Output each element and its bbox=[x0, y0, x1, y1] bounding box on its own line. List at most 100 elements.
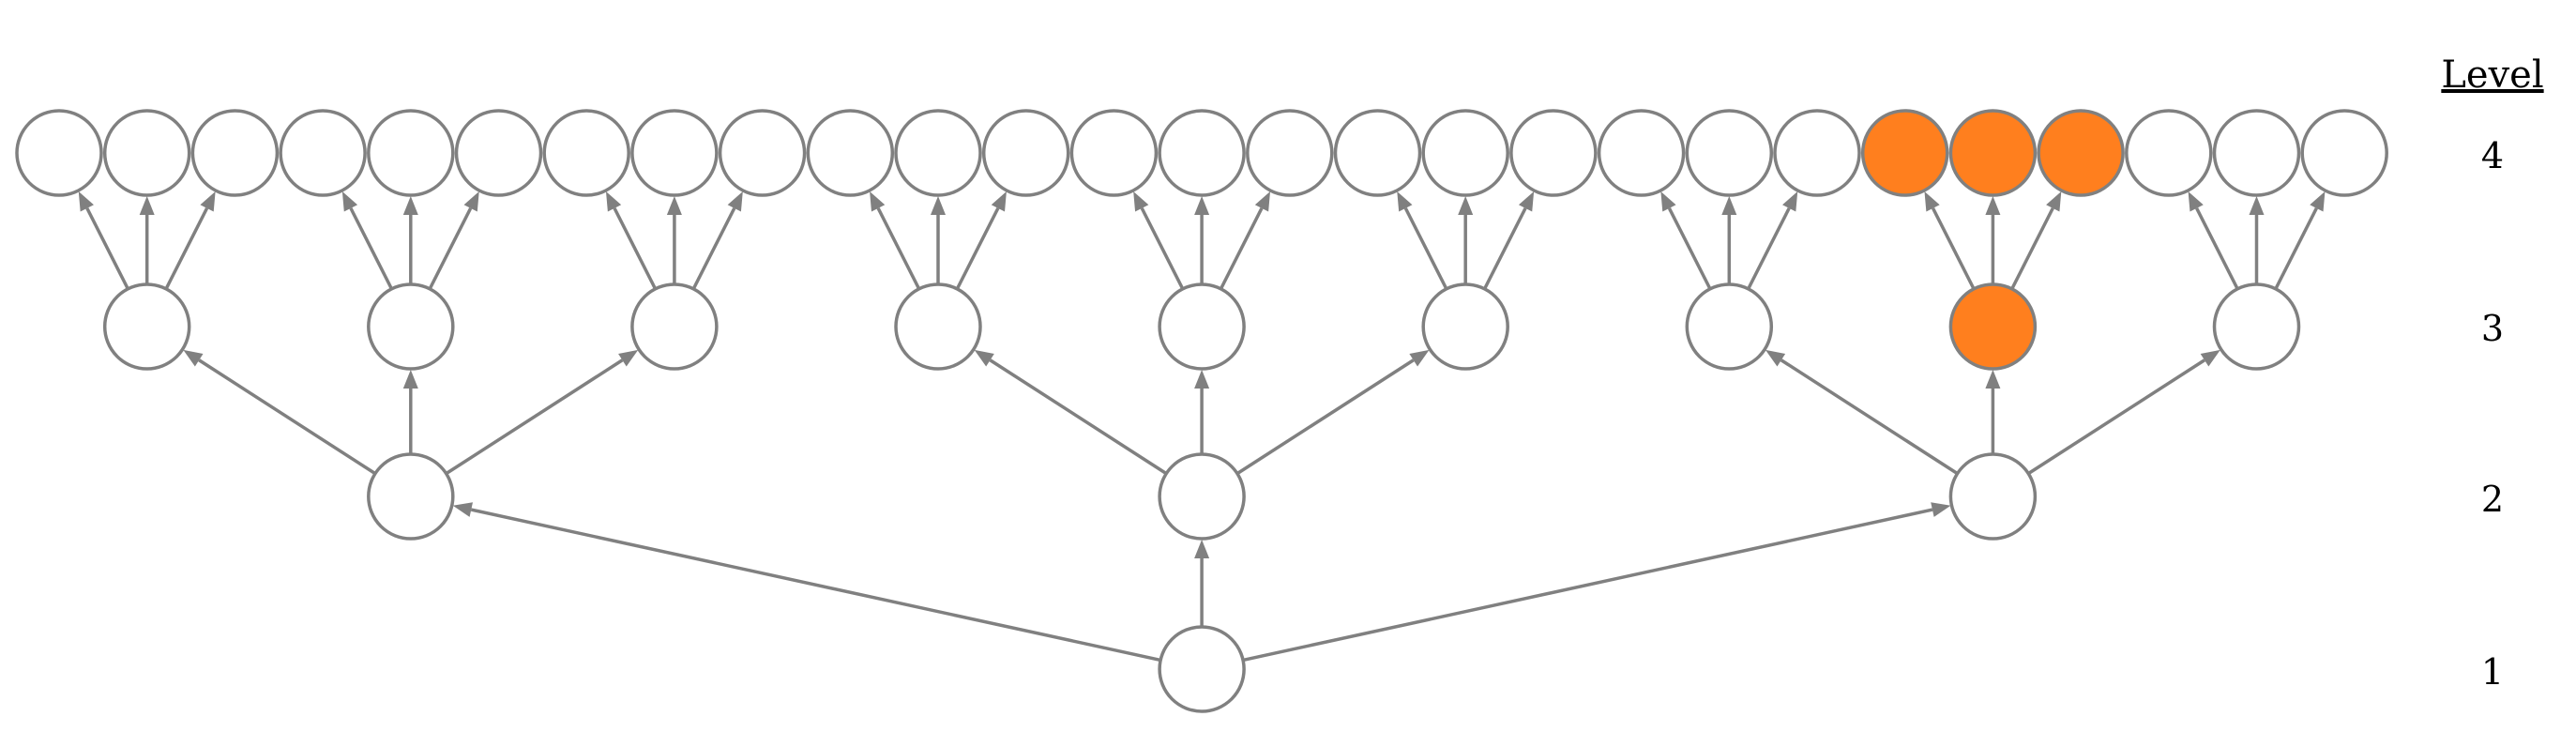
arrowhead-icon bbox=[666, 196, 682, 215]
level-label-2: 2 bbox=[2480, 479, 2505, 520]
node-level-4 bbox=[1246, 109, 1334, 197]
arrowhead-icon bbox=[1782, 191, 1798, 212]
edge-line bbox=[2274, 207, 2318, 290]
arrowhead-icon bbox=[183, 349, 204, 367]
node-level-1 bbox=[1158, 625, 1246, 713]
edge-line bbox=[989, 358, 1168, 476]
node-level-3 bbox=[1421, 282, 1509, 371]
arrowhead-icon bbox=[1409, 349, 1430, 367]
node-level-4 bbox=[279, 109, 367, 197]
node-level-4 bbox=[1421, 109, 1509, 197]
node-level-4 bbox=[2300, 109, 2388, 197]
edge-line bbox=[85, 207, 129, 290]
highlighted-node-level-3 bbox=[1948, 282, 2038, 371]
node-level-4 bbox=[1069, 109, 1159, 197]
arrowhead-icon bbox=[200, 191, 216, 212]
arrowhead-icon bbox=[463, 191, 479, 212]
edge-line bbox=[955, 207, 1000, 290]
level-label-1: 1 bbox=[2480, 651, 2505, 693]
edge-line bbox=[1242, 508, 1933, 663]
edge-line bbox=[1482, 207, 1527, 290]
arrowhead-icon bbox=[1254, 191, 1271, 212]
edge-line bbox=[1403, 207, 1448, 290]
edge-line bbox=[1747, 207, 1791, 290]
edge-line bbox=[2027, 358, 2205, 476]
arrowhead-icon bbox=[1458, 196, 1474, 215]
arrowhead-icon bbox=[2310, 191, 2326, 212]
arrowhead-icon bbox=[2046, 191, 2062, 212]
node-level-4 bbox=[806, 109, 895, 197]
arrowhead-icon bbox=[139, 196, 155, 215]
arrowhead-icon bbox=[1194, 196, 1210, 215]
node-level-4 bbox=[630, 109, 719, 197]
node-level-2 bbox=[1158, 452, 1246, 541]
node-level-4 bbox=[15, 109, 103, 197]
node-level-4 bbox=[542, 109, 630, 197]
node-level-3 bbox=[102, 282, 191, 371]
arrowhead-icon bbox=[2200, 349, 2220, 367]
edge-line bbox=[164, 207, 209, 290]
arrowhead-icon bbox=[1397, 191, 1413, 212]
highlighted-node-level-4 bbox=[1948, 109, 2038, 197]
node-level-4 bbox=[1773, 109, 1861, 197]
arrowhead-icon bbox=[78, 191, 94, 212]
arrowhead-icon bbox=[402, 196, 418, 215]
edge-line bbox=[613, 207, 658, 290]
arrowhead-icon bbox=[1518, 191, 1535, 212]
node-level-4 bbox=[2125, 109, 2213, 197]
node-level-4 bbox=[1597, 109, 1686, 197]
arrowhead-icon bbox=[1194, 540, 1210, 558]
node-level-4 bbox=[718, 109, 807, 197]
edge-line bbox=[470, 508, 1161, 663]
node-level-4 bbox=[1333, 109, 1422, 197]
node-level-4 bbox=[1158, 109, 1246, 197]
edge-line bbox=[2010, 207, 2054, 290]
arrowhead-icon bbox=[727, 191, 743, 212]
arrowhead-icon bbox=[1660, 191, 1676, 212]
node-level-4 bbox=[454, 109, 543, 197]
edge-line bbox=[1219, 207, 1264, 290]
arrowhead-icon bbox=[1924, 191, 1940, 212]
node-level-3 bbox=[630, 282, 719, 371]
node-level-4 bbox=[2212, 109, 2301, 197]
arrowhead-icon bbox=[2249, 196, 2265, 215]
arrowhead-icon bbox=[402, 370, 418, 389]
arrowhead-icon bbox=[1931, 502, 1951, 517]
edge-line bbox=[445, 358, 624, 476]
node-level-4 bbox=[1685, 109, 1774, 197]
arrowhead-icon bbox=[991, 191, 1007, 212]
node-level-3 bbox=[894, 282, 982, 371]
node-level-4 bbox=[190, 109, 280, 197]
edge-line bbox=[1140, 207, 1185, 290]
arrowhead-icon bbox=[870, 191, 886, 212]
edge-line bbox=[691, 207, 736, 290]
edge-line bbox=[876, 207, 921, 290]
edge-line bbox=[428, 207, 473, 290]
arrowhead-icon bbox=[974, 349, 994, 367]
edge-line bbox=[1667, 207, 1712, 290]
arrowhead-icon bbox=[605, 191, 622, 212]
node-level-3 bbox=[1685, 282, 1774, 371]
arrowhead-icon bbox=[1721, 196, 1737, 215]
node-level-4 bbox=[981, 109, 1070, 197]
edge-line bbox=[1235, 358, 1415, 476]
arrowhead-icon bbox=[1133, 191, 1149, 212]
node-level-3 bbox=[367, 282, 455, 371]
highlighted-node-level-4 bbox=[1860, 109, 1949, 197]
node-level-2 bbox=[1948, 452, 2038, 541]
node-level-2 bbox=[367, 452, 455, 541]
node-level-4 bbox=[367, 109, 455, 197]
node-level-3 bbox=[1158, 282, 1246, 371]
level-label-4: 4 bbox=[2480, 135, 2505, 176]
edge-line bbox=[2195, 207, 2239, 290]
edge-line bbox=[349, 207, 394, 290]
arrowhead-icon bbox=[452, 502, 473, 517]
arrowhead-icon bbox=[1765, 349, 1786, 367]
arrowhead-icon bbox=[1985, 370, 2001, 389]
edge-line bbox=[1780, 358, 1959, 476]
node-level-4 bbox=[1509, 109, 1598, 197]
arrowhead-icon bbox=[618, 349, 639, 367]
edge-line bbox=[198, 358, 376, 476]
node-level-4 bbox=[894, 109, 982, 197]
